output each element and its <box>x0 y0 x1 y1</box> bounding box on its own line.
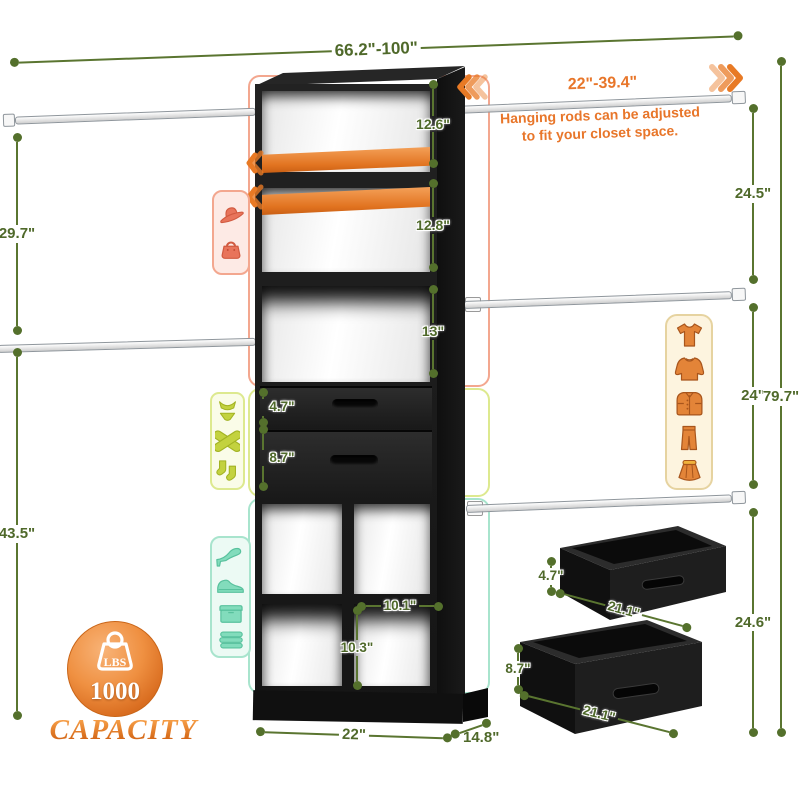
shelf-compartment-3 <box>262 286 430 382</box>
skirt-icon <box>677 459 701 481</box>
arrow-left-icon <box>457 74 488 100</box>
dim-base-depth-label: 14.8" <box>463 729 500 746</box>
high-heel-icon <box>216 547 242 567</box>
rod-end-cap <box>731 90 747 105</box>
cube-bottom-right <box>354 604 430 686</box>
dim-cube-height-label: 10.3" <box>340 639 374 655</box>
dim-right-top-gap: 24.5" <box>731 104 775 284</box>
dim-cube-height: 10.3" <box>335 606 379 691</box>
dim-shelf3-label: 13" <box>421 323 445 340</box>
rod-end-cap <box>2 113 16 127</box>
dim-base-width-label: 22" <box>341 725 367 744</box>
capacity-caption: CAPACITY <box>36 714 211 747</box>
folded-stack-icon <box>218 631 243 649</box>
weight-icon <box>97 631 133 671</box>
cube-top-left <box>262 504 342 594</box>
dim-right-mid-gap: 24" <box>731 303 775 489</box>
hanging-rod-right-bottom <box>465 490 747 515</box>
dim-right-top-gap-label: 24.5" <box>734 185 772 203</box>
socks-icon <box>216 459 236 481</box>
hanging-clothes-badge <box>665 314 713 490</box>
capacity-unit-label: LBS <box>103 655 127 669</box>
jacket-icon <box>675 392 703 416</box>
dim-upper-section-label: 29.7" <box>0 225 36 243</box>
dim-right-mid-gap-label: 24" <box>741 387 765 405</box>
tshirt-icon <box>676 323 702 347</box>
dim-drawer-top: 4.7" <box>241 388 295 427</box>
arrow-left-small-icon <box>246 150 264 176</box>
rod-end-cap <box>731 287 747 302</box>
dim-shelf1: 12.6" <box>411 80 455 168</box>
closet-base-side <box>463 688 488 722</box>
dim-shelf2: 12.8" <box>411 179 455 272</box>
hats-bags-badge <box>212 190 250 275</box>
cube-bottom-left <box>262 604 342 686</box>
hanging-rod-left-top <box>2 105 256 127</box>
shoes-storage-badge <box>210 536 251 658</box>
capacity-value: 1000 <box>90 678 140 705</box>
small-clothes-badge <box>210 392 245 490</box>
dim-cube-width-label: 10.1" <box>383 598 417 613</box>
dim-right-bottom-gap: 24.6" <box>731 508 775 737</box>
dim-upper-section: 29.7" <box>0 133 39 335</box>
dim-cube-width: 10.1" <box>357 598 443 614</box>
drawer-b-illustration <box>520 620 702 734</box>
dim-drawer-bottom: 8.7" <box>241 425 295 492</box>
pants-icon <box>680 425 698 451</box>
sweater-icon <box>674 357 704 381</box>
bikini-icon <box>219 400 236 421</box>
dim-overall-width: 66.2"-100" <box>9 26 743 73</box>
drawer-handle <box>332 399 378 409</box>
weight-capacity-badge: LBS 1000 <box>67 621 163 717</box>
dim-drawer-a-height: 4.7" <box>529 557 573 596</box>
closet-base <box>252 690 464 724</box>
arrow-right-icon <box>709 64 743 92</box>
dim-drawer-bottom-label: 8.7" <box>269 449 295 465</box>
dim-shelf3: 13" <box>411 285 455 378</box>
hanging-rod-right-middle <box>463 287 747 311</box>
rod-end-cap <box>731 490 747 505</box>
crossed-shirt-icon <box>215 430 240 453</box>
dim-total-height: 79.7" <box>759 57 800 737</box>
drawer-handle <box>330 455 378 466</box>
dim-drawer-b-height-label: 8.7" <box>505 660 531 676</box>
dim-shelf2-label: 12.8" <box>416 217 450 234</box>
handbag-icon <box>221 241 241 259</box>
dim-drawer-b-height: 8.7" <box>496 644 540 695</box>
closet-drawer-top <box>260 386 432 429</box>
shoe-box-icon <box>218 605 243 623</box>
dim-base-width: 22" <box>255 723 453 747</box>
dim-lower-section: 43.5" <box>0 348 39 720</box>
dim-overall-width-label: 66.2"-100" <box>334 38 419 61</box>
cube-top-right <box>354 504 430 594</box>
dim-lower-section-label: 43.5" <box>0 525 36 543</box>
dim-right-bottom-gap-label: 24.6" <box>734 613 772 631</box>
dim-drawer-a-height-label: 4.7" <box>538 568 564 584</box>
dim-total-height-label: 79.7" <box>762 388 800 406</box>
dim-drawer-top-label: 4.7" <box>269 399 295 415</box>
loafer-icon <box>217 579 244 593</box>
rod-extension-label: 22"-39.4" <box>567 73 638 94</box>
dim-shelf1-label: 12.6" <box>416 115 450 132</box>
sun-hat-icon <box>220 207 244 224</box>
